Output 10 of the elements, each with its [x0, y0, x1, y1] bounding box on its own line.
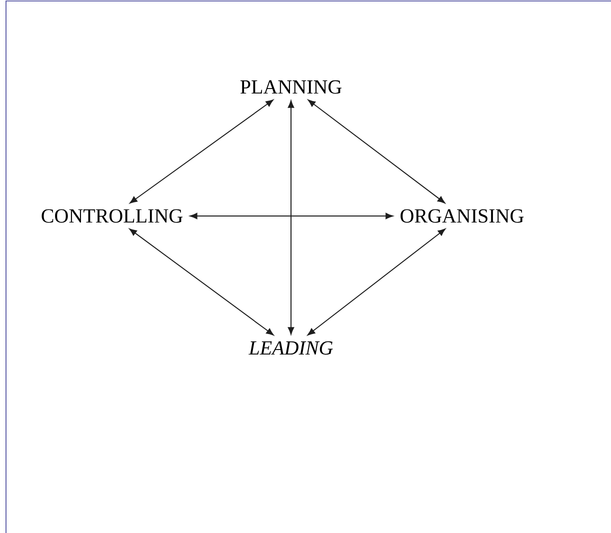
arrow: [288, 100, 294, 335]
arrow: [190, 212, 394, 220]
node-label: ORGANISING: [400, 209, 524, 223]
node-label: PLANNING: [240, 80, 342, 94]
arrow: [308, 228, 446, 336]
arrow: [130, 100, 274, 204]
arrow: [308, 100, 446, 204]
node-label: CONTROLLING: [42, 209, 182, 223]
arrow: [129, 228, 274, 336]
node-label: LEADING: [248, 341, 333, 355]
